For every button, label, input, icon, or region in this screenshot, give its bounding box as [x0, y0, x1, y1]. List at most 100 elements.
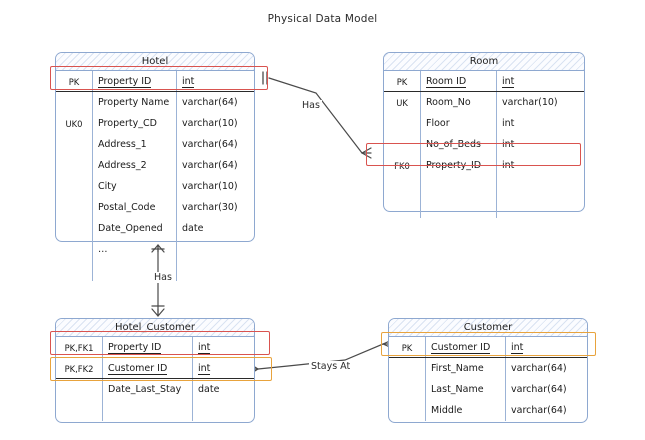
- attribute-name: No_of_Beds: [420, 134, 496, 155]
- attribute-name: Address_2: [92, 155, 176, 176]
- attribute-name: Last_Name: [425, 379, 505, 400]
- primary-key-separator: [56, 91, 254, 92]
- attribute-row[interactable]: …: [56, 239, 254, 260]
- attribute-name: Date_Opened: [92, 218, 176, 239]
- attribute-name: Customer ID: [425, 337, 505, 358]
- diagram-title: Physical Data Model: [267, 13, 378, 25]
- attribute-type: int: [496, 155, 584, 176]
- attribute-row-empty: [384, 176, 584, 197]
- attribute-key: UK: [396, 97, 408, 108]
- attribute-name: [420, 197, 496, 218]
- attribute-key: PK: [396, 76, 408, 87]
- attribute-name: [420, 176, 496, 197]
- entity-header-hotel: Hotel: [56, 53, 254, 71]
- attribute-type: int: [192, 337, 254, 358]
- attribute-type: int: [496, 113, 584, 134]
- attribute-type: int: [505, 337, 587, 358]
- edge-label-hotel-has-hotelcustomer: Has: [152, 272, 174, 283]
- attribute-type: int: [192, 358, 254, 379]
- attribute-type: [176, 239, 254, 260]
- attribute-type: date: [176, 218, 254, 239]
- attribute-key: UK0: [65, 118, 83, 129]
- entity-header-customer: Customer: [389, 319, 587, 337]
- edge-label-hotelcustomer-stays-at-customer: Stays At: [309, 361, 353, 372]
- attribute-type: varchar(64): [176, 92, 254, 113]
- attribute-key: PK: [401, 342, 413, 353]
- attribute-name: [92, 260, 176, 281]
- attribute-name: Room ID: [420, 71, 496, 92]
- entity-header-hotel_customer: Hotel_Customer: [56, 319, 254, 337]
- attribute-type: varchar(64): [176, 134, 254, 155]
- attribute-key: PK,FK1: [64, 342, 94, 353]
- attribute-type: [176, 260, 254, 281]
- attribute-name: Date_Last_Stay: [102, 379, 192, 400]
- attribute-row-empty: [384, 197, 584, 218]
- attribute-name: First_Name: [425, 358, 505, 379]
- primary-key-separator: [56, 378, 254, 379]
- attribute-type: varchar(64): [505, 358, 587, 379]
- attribute-type: int: [496, 71, 584, 92]
- attribute-name: Middle: [425, 400, 505, 421]
- attribute-name: Property ID: [92, 71, 176, 92]
- attribute-name: Floor: [420, 113, 496, 134]
- primary-key-separator: [384, 91, 584, 92]
- attribute-type: [192, 400, 254, 421]
- attribute-type: int: [176, 71, 254, 92]
- attribute-name: Address_1: [92, 134, 176, 155]
- edge-label-hotel-has-room: Has: [300, 100, 322, 111]
- attribute-name: Property_CD: [92, 113, 176, 134]
- attribute-name: City: [92, 176, 176, 197]
- attribute-type: [496, 197, 584, 218]
- attribute-name: Property ID: [102, 337, 192, 358]
- attribute-name: Room_No: [420, 92, 496, 113]
- attribute-name: …: [92, 239, 176, 260]
- attribute-key: FK0: [394, 160, 410, 171]
- attribute-type: date: [192, 379, 254, 400]
- attribute-name: [102, 400, 192, 421]
- edge-hotel-room: [268, 77, 363, 154]
- attribute-row-empty: [56, 400, 254, 421]
- primary-key-separator: [389, 357, 587, 358]
- attribute-type: varchar(64): [505, 400, 587, 421]
- attribute-type: varchar(64): [505, 379, 587, 400]
- attribute-key: PK: [68, 76, 80, 87]
- attribute-name: Customer ID: [102, 358, 192, 379]
- attribute-type: varchar(10): [176, 176, 254, 197]
- attribute-type: varchar(10): [496, 92, 584, 113]
- attribute-key: PK,FK2: [64, 363, 94, 374]
- attribute-name: Property Name: [92, 92, 176, 113]
- entity-header-room: Room: [384, 53, 584, 71]
- attribute-type: varchar(30): [176, 197, 254, 218]
- attribute-type: varchar(64): [176, 155, 254, 176]
- attribute-name: Postal_Code: [92, 197, 176, 218]
